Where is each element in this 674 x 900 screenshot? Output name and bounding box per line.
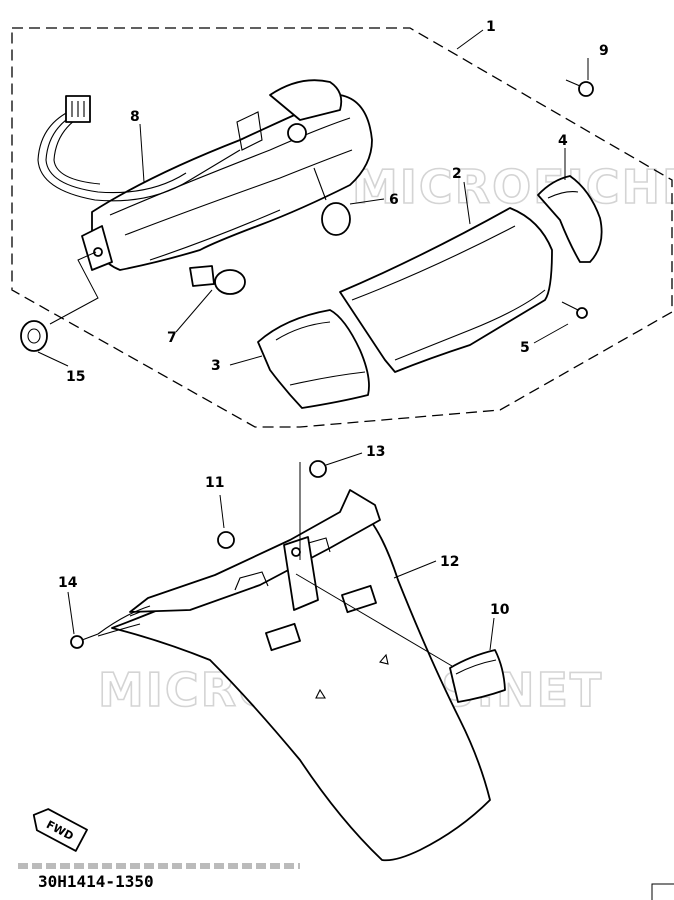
callout-2: 2: [452, 166, 462, 182]
callout-12: 12: [440, 554, 459, 570]
callout-11: 11: [205, 475, 224, 491]
callout-5: 5: [520, 340, 530, 356]
part-14-screw: [70, 605, 151, 649]
part-9-screw: [565, 79, 594, 97]
part-5-screw: [561, 301, 588, 319]
part-8-taillight-housing: [37, 79, 373, 271]
part-10-reflector: [295, 573, 506, 703]
callout-8: 8: [130, 109, 140, 125]
callout-9: 9: [599, 43, 609, 59]
callout-3: 3: [211, 358, 221, 374]
part-13-nut: [299, 460, 327, 560]
assembly-boundary: [11, 27, 673, 428]
part-4-reflector: [537, 175, 603, 263]
part-12-fender: [111, 489, 491, 862]
part-11-nut: [217, 494, 235, 549]
callout-13: 13: [366, 444, 385, 460]
part-7-bulb: [189, 265, 246, 295]
drawing-code: 30H1414-1350: [38, 872, 154, 891]
part-3-lens: [257, 309, 370, 409]
part-15-grommet: [20, 251, 99, 352]
callout-7: 7: [167, 330, 177, 346]
fwd-arrow-icon: FWD: [32, 808, 88, 852]
corner-mark: [651, 883, 674, 900]
callout-4: 4: [558, 133, 568, 149]
part-2-lens: [339, 207, 553, 373]
callout-14: 14: [58, 575, 78, 591]
part-6-bulb: [313, 167, 351, 236]
callout-1: 1: [486, 19, 496, 35]
callout-6: 6: [389, 192, 399, 208]
callout-15: 15: [66, 369, 85, 385]
watermark-top: MICROFICHES.NET: [352, 160, 674, 214]
callout-10: 10: [490, 602, 510, 618]
